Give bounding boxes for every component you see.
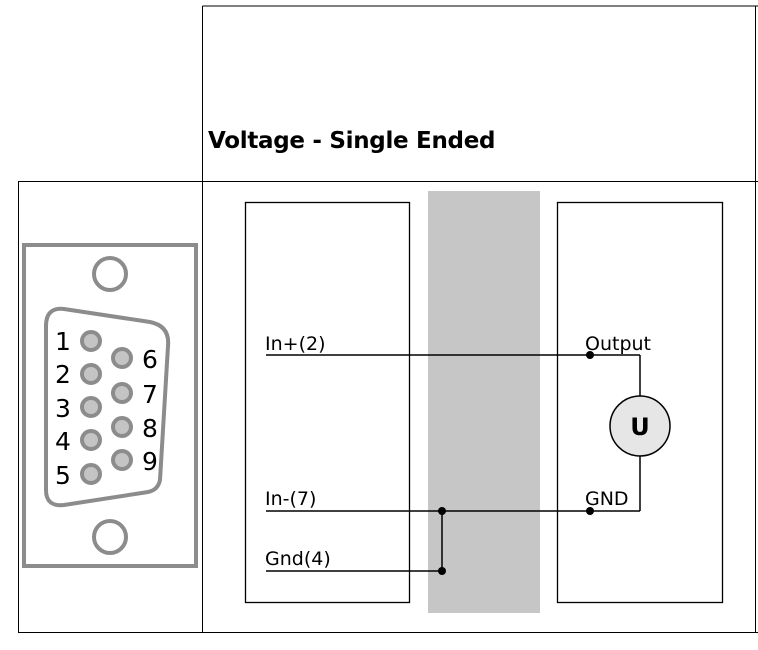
label-gnd: Gnd(4) [265, 548, 331, 570]
junction-dot [586, 351, 594, 359]
voltage-source [609, 395, 671, 457]
page-title: Voltage - Single Ended [208, 128, 496, 154]
pin-label: 3 [55, 394, 71, 423]
junction-dot [438, 507, 446, 515]
mounting-hole-top [92, 256, 128, 292]
wiring-diagram: U In+(2) In-(7) Gnd(4) Output GND [244, 191, 724, 613]
pin-label: 9 [142, 447, 158, 476]
table-grid [18, 5, 758, 633]
pin-label: 8 [142, 414, 158, 443]
pin-hole [111, 347, 133, 369]
pin-label: 4 [55, 427, 71, 456]
pin-label: 1 [55, 327, 71, 356]
connector-face [44, 306, 171, 508]
label-in-minus: In-(7) [265, 488, 316, 510]
pin-hole [111, 449, 133, 471]
label-device-gnd: GND [585, 488, 629, 510]
pin-hole [111, 416, 133, 438]
pin-hole [80, 363, 102, 385]
voltage-source-label: U [630, 413, 650, 441]
pin-hole [80, 396, 102, 418]
dsub9-connector: 1 2 3 4 5 6 7 8 9 [22, 243, 198, 568]
pin-hole [80, 429, 102, 451]
junction-dot [438, 567, 446, 575]
cable-band [428, 191, 540, 613]
mounting-hole-bottom [92, 519, 128, 555]
pin-label: 7 [142, 380, 158, 409]
label-in-plus: In+(2) [265, 333, 325, 355]
junction-dot [586, 507, 594, 515]
pin-label: 5 [55, 461, 71, 490]
device-box [556, 201, 724, 604]
input-module-box [244, 201, 411, 604]
pin-hole [80, 330, 102, 352]
pin-label: 2 [55, 360, 71, 389]
pin-hole [111, 382, 133, 404]
label-output: Output [585, 333, 651, 355]
pin-label: 6 [142, 345, 158, 374]
pin-hole [80, 463, 102, 485]
